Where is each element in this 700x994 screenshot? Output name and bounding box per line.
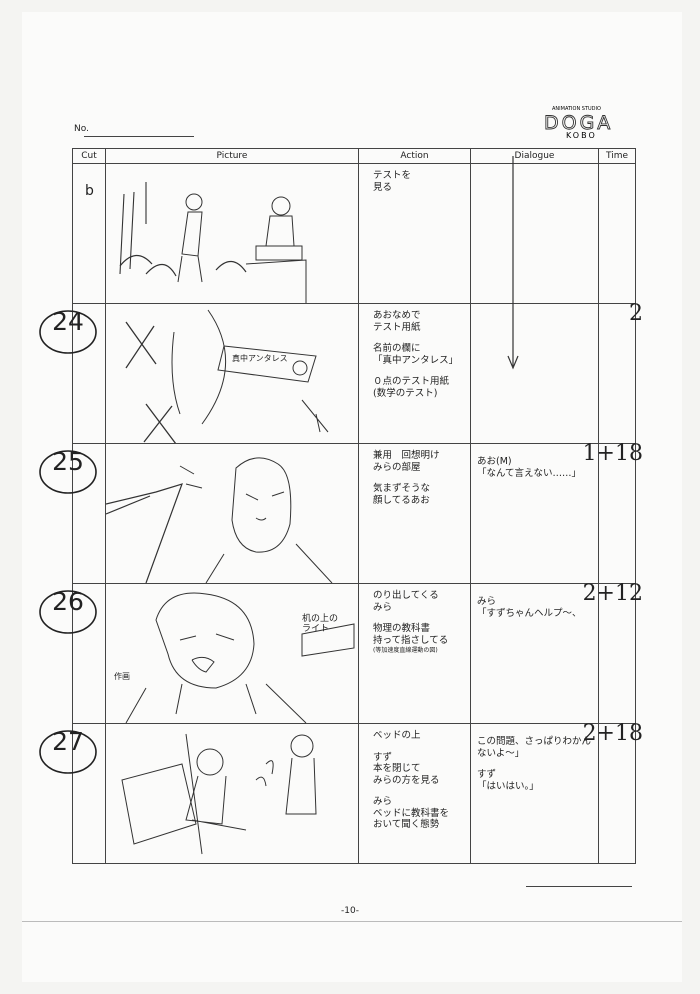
action-text: ０点のテスト用紙 (数学のテスト) [373, 376, 450, 399]
storyboard-sketch [106, 457, 333, 583]
cut-duration: 2+18 [582, 720, 643, 746]
action-text: 兼用 回想明け みらの部屋 [373, 450, 440, 473]
cut-number-text: 25 [52, 447, 84, 476]
cut-number-text: 26 [52, 587, 84, 616]
dialogue-cell: あお(M) 「なんて言えない……」 [470, 443, 599, 584]
picture-cell [105, 723, 359, 864]
number-line [84, 136, 194, 137]
cut-number: 26 [37, 588, 99, 636]
action-text: あおなめで テスト用紙 [373, 310, 421, 333]
cut-cell: 25 [39, 443, 106, 584]
time-cell: 1+18 [583, 303, 643, 464]
column-time: Time [598, 148, 636, 164]
dialogue-cell [470, 303, 599, 444]
picture-cell: 机の上の ライト作画 [105, 583, 359, 724]
cut-row: b テストを 見る 2 [72, 163, 643, 324]
action-text: みら ベッドに教科書を おいて聞く態勢 [373, 796, 450, 830]
storyboard-sketch [121, 733, 317, 855]
action-text: のり出してくる みら [373, 590, 439, 613]
column-picture: Picture [105, 148, 359, 164]
time-cell [598, 723, 636, 864]
action-cell: テストを 見る [358, 163, 471, 304]
cut-number: 24 [37, 308, 99, 356]
action-cell: あおなめで テスト用紙名前の欄に 「真中アンタレス」 ０点のテスト用紙 (数学のテ… [358, 303, 471, 444]
cut-duration: 1+18 [582, 440, 643, 466]
time-cell: 2+18 [583, 583, 643, 744]
cut-cell: b [72, 163, 106, 304]
sketch-label: 真中アンタレス [232, 354, 288, 363]
action-text: 気まずそうな 顔してるあお [373, 483, 431, 506]
action-note: (等加速度直線運動の図) [373, 647, 438, 654]
studio-logo: ANIMATION STUDIO DOGA KOBO [544, 106, 613, 140]
picture-cell: 真中アンタレス [105, 303, 359, 444]
storyboard-sketch [125, 592, 355, 723]
dialogue-text: この問題、さっぱりわかん ないよ〜」 [477, 736, 592, 759]
sketch-label: 作画 [114, 672, 130, 681]
action-text: 名前の欄に 「真中アンタレス」 [373, 343, 459, 366]
storyboard-sketch [125, 309, 329, 443]
svg-text:ANIMATION STUDIO: ANIMATION STUDIO [552, 106, 601, 112]
action-text: ベッドの上 [373, 730, 421, 741]
page-bottom-rule [22, 921, 682, 922]
cut-cell: 24 [39, 303, 106, 444]
svg-text:DOGA: DOGA [544, 112, 613, 134]
cut-number: 25 [37, 448, 99, 496]
dialogue-cell: みら 「すずちゃんヘルプ〜、 [470, 583, 599, 724]
cut-row: 27 ベッドの上すず 本を閉じて みらの方を見るみら ベッドに教科書を おいて聞く… [39, 723, 636, 864]
cut-number-text: 24 [52, 307, 84, 336]
cut-continuation-mark: b [85, 183, 94, 199]
svg-text:KOBO: KOBO [566, 131, 597, 140]
dialogue-text: すず 「はいはい。」 [477, 769, 539, 792]
dialogue-text: みら 「すずちゃんヘルプ〜、 [477, 596, 582, 619]
cut-cell: 27 [39, 723, 106, 864]
dialogue-cell: この問題、さっぱりわかん ないよ〜」すず 「はいはい。」 [470, 723, 599, 864]
action-text: テストを 見る [373, 170, 412, 193]
action-cell: ベッドの上すず 本を閉じて みらの方を見るみら ベッドに教科書を おいて聞く態勢 [358, 723, 471, 864]
cut-number: 27 [37, 728, 99, 776]
cut-row: 24 真中アンタレス あおなめで テスト用紙名前の欄に 「真中アンタレス」 ０点のテス… [39, 303, 643, 464]
cut-duration: 2 [629, 300, 643, 326]
time-cell: 2+12 [583, 443, 643, 604]
action-cell: 兼用 回想明け みらの部屋気まずそうな 顔してるあお [358, 443, 471, 584]
dialogue-text: あお(M) 「なんて言えない……」 [477, 456, 582, 479]
footer-line [526, 886, 632, 887]
picture-cell [105, 443, 359, 584]
column-dialogue: Dialogue [470, 148, 599, 164]
action-cell: のり出してくる みら物理の教科書 持って指さしてる(等加速度直線運動の図) [358, 583, 471, 724]
time-cell: 2 [598, 163, 643, 324]
action-text: すず 本を閉じて みらの方を見る [373, 751, 440, 786]
picture-cell [105, 163, 359, 304]
page-number: -10- [341, 906, 359, 916]
storyboard-table: Cut Picture Action Dialogue Time b テストを 見… [39, 148, 643, 864]
number-label: No. [74, 124, 89, 134]
cut-number-text: 27 [52, 727, 84, 756]
storyboard-sketch [119, 182, 307, 303]
cut-cell: 26 [39, 583, 106, 724]
cut-duration: 2+12 [582, 580, 643, 606]
column-action: Action [358, 148, 471, 164]
column-cut: Cut [72, 148, 106, 164]
action-text: 物理の教科書 持って指さしてる [373, 623, 449, 646]
dialogue-cell [470, 163, 599, 304]
sketch-label: 机の上の ライト [302, 614, 339, 634]
